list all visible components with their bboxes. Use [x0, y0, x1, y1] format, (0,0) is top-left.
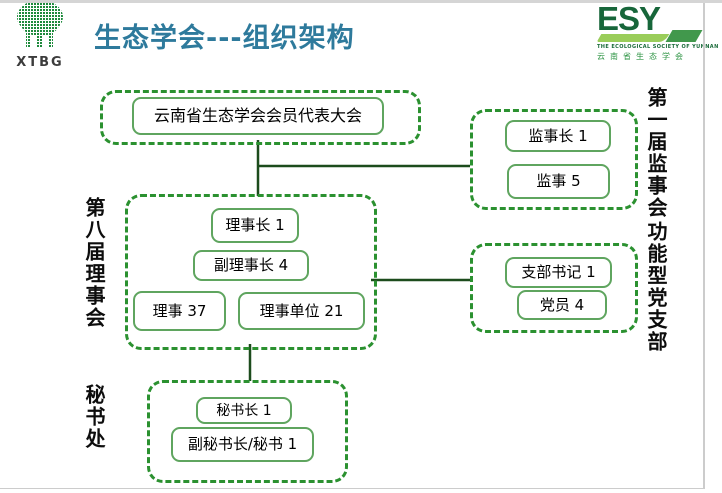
xtbg-tree-icon	[17, 0, 63, 48]
party-group-box	[470, 243, 638, 333]
supervisors-group-box	[470, 109, 638, 210]
secretariat-group-box	[147, 380, 348, 483]
esy-tagline-cn: 云南省生态学会	[597, 52, 688, 61]
slide-frame-right	[703, 3, 705, 489]
secretariat-side-label: 秘书处	[82, 384, 106, 450]
assembly-group-box	[100, 90, 421, 145]
slide-frame-top	[0, 0, 722, 3]
party-side-label: 功能型党支部	[644, 221, 668, 353]
party-members-box: 党员 4	[517, 290, 607, 320]
supervisors-side-label: 第一届监事会	[644, 87, 668, 219]
chief-supervisor-box: 监事长 1	[505, 120, 611, 152]
secretary-general-box: 秘书长 1	[196, 397, 292, 424]
esy-tagline-en: THE ECOLOGICAL SOCIETY OF YUNNAN	[597, 44, 719, 50]
board-side-label: 第八届理事会	[82, 197, 106, 329]
board-group-box	[125, 194, 377, 350]
deputy-secretary-box: 副秘书长/秘书 1	[171, 427, 314, 462]
directors-box: 理事 37	[133, 291, 226, 331]
slide-frame-bottom	[0, 488, 705, 489]
page-title: 生态学会---组织架构	[94, 23, 355, 54]
director-units-box: 理事单位 21	[238, 292, 365, 330]
supervisors-box: 监事 5	[507, 164, 610, 199]
branch-secretary-box: 支部书记 1	[505, 257, 612, 288]
esy-swoosh-light-icon	[596, 34, 670, 42]
xtbg-logo-text: XTBG	[16, 55, 64, 70]
xtbg-logo: XTBG	[11, 0, 69, 70]
esy-logo: ESY THE ECOLOGICAL SOCIETY OF YUNNAN 云南省…	[595, 0, 719, 61]
chairman-box: 理事长 1	[211, 208, 299, 243]
esy-acronym: ESY	[597, 0, 661, 37]
vice-chairman-box: 副理事长 4	[193, 250, 309, 281]
esy-swoosh-dark-icon	[665, 30, 703, 42]
assembly-label-box: 云南省生态学会会员代表大会	[132, 97, 384, 135]
